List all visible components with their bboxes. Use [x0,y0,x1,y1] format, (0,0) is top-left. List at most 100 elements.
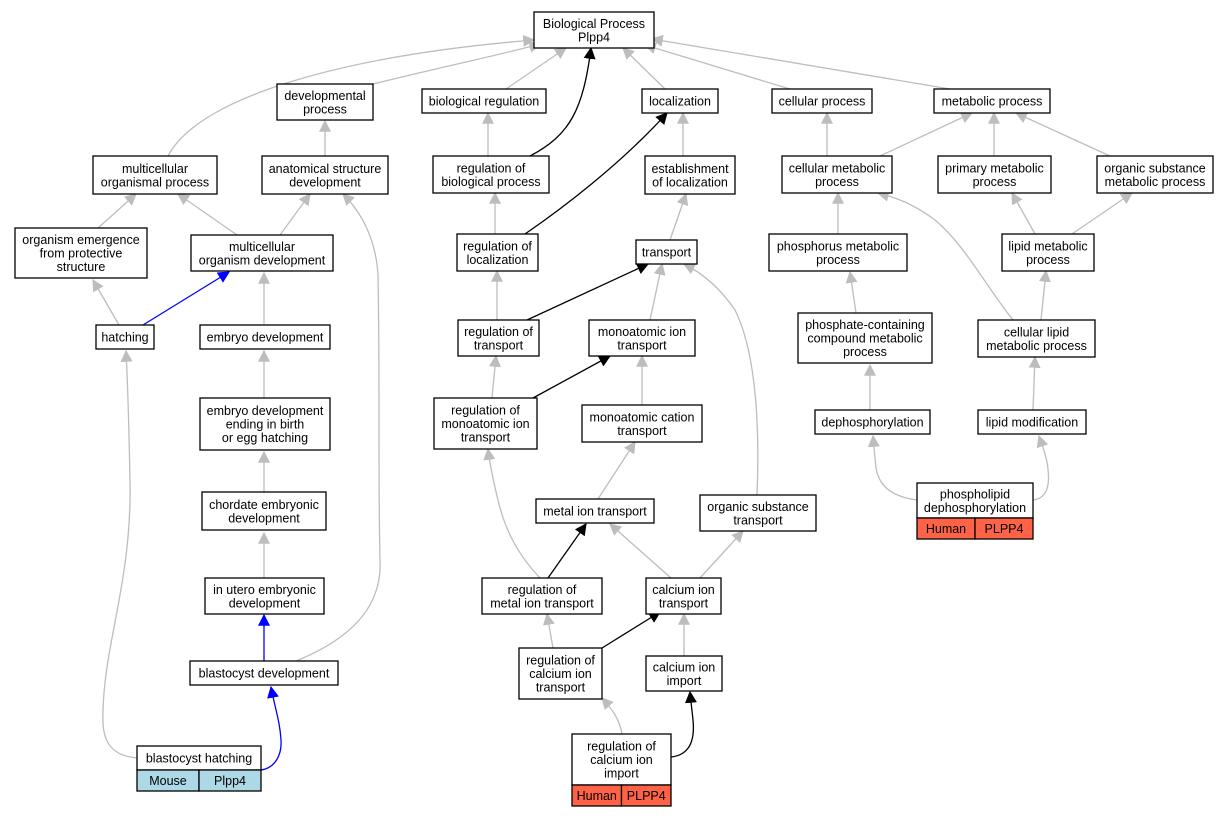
node-label-line: embryo development [207,404,324,418]
edge-regulation-import-to-calcium-import [670,690,697,758]
node-metabolic-process[interactable]: metabolic process [933,88,1051,114]
node-label-line: phospholipid [940,487,1010,501]
node-label-line: anatomical structure [269,162,382,176]
edge-metabolic-process-to-root [650,34,951,90]
node-label-line: from protective [40,247,123,261]
edge-phospholipid-dephos-to-dephosphorylation [867,434,918,501]
node-box [645,577,722,615]
node-label-line: process [816,253,860,267]
node-label-line: development [228,511,300,525]
node-box [14,227,148,279]
node-box [201,491,327,531]
node-label-line: cellular lipid [1004,325,1069,339]
node-label-line: process [1026,253,1070,267]
node-label-line: transport [642,246,692,260]
node-label-line: compound metabolic [807,332,922,346]
node-label-line: regulation of [464,325,533,339]
node-label-line: monoatomic ion [598,325,686,339]
edge-regulation-localization-to-localization [524,112,668,235]
species-label: Mouse [149,774,187,788]
node-label-line: process [843,345,887,359]
node-box [432,155,550,194]
node-label-line: transport [617,424,667,438]
edge-regulation-import-to-regulation-calcium [601,697,623,735]
node-label-line: development [289,175,361,189]
node-label-line: biological regulation [429,95,540,109]
edge-regulation-metal-to-metal-ion [547,523,587,579]
node-label-line: in utero embryonic [213,583,316,597]
node-label-line: chordate embryonic [209,498,319,512]
gene-label: PLPP4 [627,789,666,803]
node-dephosphorylation[interactable]: dephosphorylation [814,409,931,435]
node-metal-ion-transport[interactable]: metal ion transport [535,498,655,524]
node-label-line: metabolic process [986,339,1087,353]
node-label-line: calcium ion [653,660,716,674]
node-label-line: regulation of [587,740,656,754]
node-label-line: transport [536,681,586,695]
node-box [136,745,262,771]
node-biological-regulation[interactable]: biological regulation [421,88,547,114]
node-label-line: calcium ion [529,667,592,681]
node-box [433,397,538,450]
node-box [199,324,331,350]
node-lipid-modification[interactable]: lipid modification [977,409,1087,435]
node-embryo-development[interactable]: embryo development [199,324,331,350]
node-box [204,577,325,615]
node-label-line: phosphorus metabolic [777,239,899,253]
node-box [456,233,539,272]
node-localization[interactable]: localization [641,88,719,114]
edge-organic-transport-to-transport [682,263,759,496]
edge-organism-emergence-to-multicellular-organismal [97,193,137,229]
node-hatching[interactable]: hatching [95,324,155,350]
node-label-line: primary metabolic [945,161,1044,175]
node-label-line: organic substance [1104,161,1206,175]
edge-multicellular-dev-to-multicellular-organismal [177,193,238,236]
node-cellular-process[interactable]: cellular process [771,88,873,114]
node-label-line: monoatomic cation [590,410,695,424]
edge-regulation-bp-to-root [529,46,596,157]
edge-blastocyst-hatching-to-hatching [102,349,138,759]
edge-lipid-metabolic-to-organic [1071,192,1133,235]
edge-transport-to-establishment [669,192,689,241]
edge-multicellular-organismal-to-root [167,34,536,157]
node-box [533,11,655,49]
node-label-line: of localization [652,175,728,189]
node-label-line: regulation of [463,239,532,253]
node-label-line: transport [474,338,524,352]
node-box [933,88,1051,114]
node-transport[interactable]: transport [635,239,698,265]
node-blastocyst-development[interactable]: blastocyst development [189,660,339,686]
edge-metal-ion-to-monoatomic-cation [597,440,636,500]
